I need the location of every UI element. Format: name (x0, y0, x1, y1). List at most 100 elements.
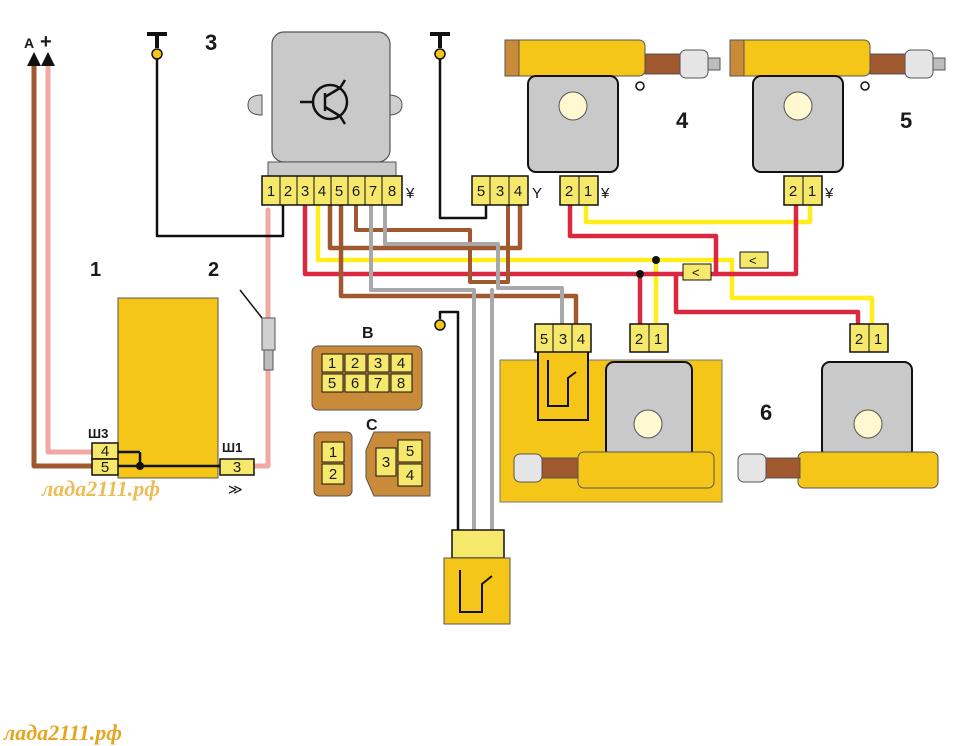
wire-black-sw (438, 310, 460, 532)
wire-black-ground-relay (438, 56, 488, 220)
wire-red-m4 (567, 202, 719, 277)
switch-pin-4: 4 (577, 331, 585, 348)
ecu-pin-1: 1 (267, 183, 275, 200)
legend-b-label: B (362, 325, 374, 342)
relay-pin-3: 3 (496, 183, 504, 200)
relay-pin-5: 5 (477, 183, 485, 200)
component-3-ecu (247, 31, 403, 177)
motor-5-female-symbol: ¥ (824, 185, 834, 202)
legend-b-pin-6: 6 (351, 375, 359, 392)
legend-c-pin-1: 1 (329, 444, 337, 461)
legend-c-pin-2: 2 (329, 466, 337, 483)
motor-5-pin-2: 2 (789, 183, 797, 200)
wires (31, 56, 875, 532)
inline-connectors: < < (636, 251, 769, 281)
power-arrows (27, 52, 55, 66)
wire-black-ground-ecu (155, 56, 285, 238)
relay-pin-4: 4 (514, 183, 522, 200)
driver-door-assembly (499, 349, 723, 503)
wire-red-rear (673, 271, 861, 325)
component-3-label: 3 (205, 30, 217, 55)
motor-4-connector: 2 1 (559, 175, 599, 206)
legend-c-label: C (366, 417, 378, 434)
legend-b-pin-4: 4 (397, 355, 405, 372)
wire-yellow-m4 (583, 202, 813, 225)
wire-pink-ecu2 (217, 207, 271, 469)
driver-motor-connector: 2 1 (629, 323, 669, 353)
motor-6-pin-2: 2 (855, 331, 863, 348)
svg-text:<: < (692, 265, 700, 280)
wire-brown-ecu4 (327, 202, 523, 251)
ecu-pin-5: 5 (335, 183, 343, 200)
legend-b-pin-2: 2 (351, 355, 359, 372)
legend-b-pin-7: 7 (374, 375, 382, 392)
wire-gray-ecu8 (383, 203, 564, 324)
svg-text:<: < (749, 253, 757, 268)
bottom-switch (443, 529, 511, 625)
terminal-plus-label: + (40, 31, 52, 53)
relay-male-symbol: Y (532, 185, 542, 202)
switch-pin-5: 5 (540, 331, 548, 348)
component-1-label: 1 (90, 259, 101, 281)
relay-connector: 5 3 4 (471, 175, 529, 206)
wire-yellow-main (315, 202, 875, 325)
watermark-bottom: лада2111.рф (3, 720, 122, 745)
legend-b-pin-8: 8 (397, 375, 405, 392)
connector-sh1: 3 (219, 458, 255, 476)
component-4-label: 4 (676, 108, 689, 133)
motor-4-pin-2: 2 (565, 183, 573, 200)
ecu-pin-8: 8 (388, 183, 396, 200)
watermark-inner: лада2111.рф (41, 476, 160, 501)
wire-brown-ecu6 (354, 203, 510, 284)
ecu-connector: 1 2 3 4 5 6 7 8 (261, 175, 403, 206)
ecu-pin-7: 7 (369, 183, 377, 200)
motor-6-connector: 2 1 (849, 323, 889, 353)
component-1-controller (95, 297, 220, 479)
sh1-label: Ш1 (222, 440, 242, 455)
component-2-label: 2 (208, 259, 219, 281)
connector-sh3: 4 5 (91, 442, 119, 476)
ground-symbols (147, 32, 450, 331)
driver-motor-pin-1: 1 (654, 331, 662, 348)
legend-c-connector-3pin: 3 5 4 (365, 431, 431, 497)
driver-motor-pin-2: 2 (635, 331, 643, 348)
legend-c-pin-4: 4 (406, 467, 414, 484)
legend-b-pin-5: 5 (328, 375, 336, 392)
motor-4-female-symbol: ¥ (600, 185, 610, 202)
switch-pin-3: 3 (559, 331, 567, 348)
wire-red-main (302, 202, 799, 277)
motor-5-connector: 2 1 (783, 175, 823, 206)
switch-connector: 5 3 4 (534, 323, 592, 353)
component-5-label: 5 (900, 108, 912, 133)
component-2-sensor (239, 289, 276, 371)
legend-c-pin-3: 3 (382, 454, 390, 471)
terminal-a-label: A (24, 35, 34, 51)
legend-c-pin-5: 5 (406, 443, 414, 460)
legend-b-pin-1: 1 (328, 355, 336, 372)
ecu-pin-3: 3 (301, 183, 309, 200)
motor-5-pin-1: 1 (808, 183, 816, 200)
sh3-pin-4: 4 (101, 443, 109, 460)
legend-b-pin-3: 3 (374, 355, 382, 372)
wire-pink-plus (45, 59, 121, 455)
motor-4-pin-1: 1 (584, 183, 592, 200)
ecu-pin-2: 2 (284, 183, 292, 200)
wire-gray-ecu7 (369, 203, 476, 532)
sh1-pin-3: 3 (233, 459, 241, 476)
ecu-pin-4: 4 (318, 183, 326, 200)
legend-b-connector: 1 2 3 4 5 6 7 8 (311, 345, 423, 411)
component-4-motor (504, 39, 721, 173)
wire-brown-ecu5 (338, 202, 579, 325)
component-5-motor (729, 39, 946, 173)
component-6-motor (737, 361, 939, 489)
ecu-female-symbol: ¥ (405, 185, 415, 202)
sh3-pin-5: 5 (101, 459, 109, 476)
legend-c-connector-2pin: 1 2 (313, 431, 353, 497)
wire-brown-a (31, 59, 121, 469)
ecu-pin-6: 6 (352, 183, 360, 200)
sh1-male-symbol: ≫ (228, 481, 243, 497)
motor-6-pin-1: 1 (874, 331, 882, 348)
sh3-label: Ш3 (88, 426, 108, 441)
component-6-label: 6 (760, 400, 772, 425)
